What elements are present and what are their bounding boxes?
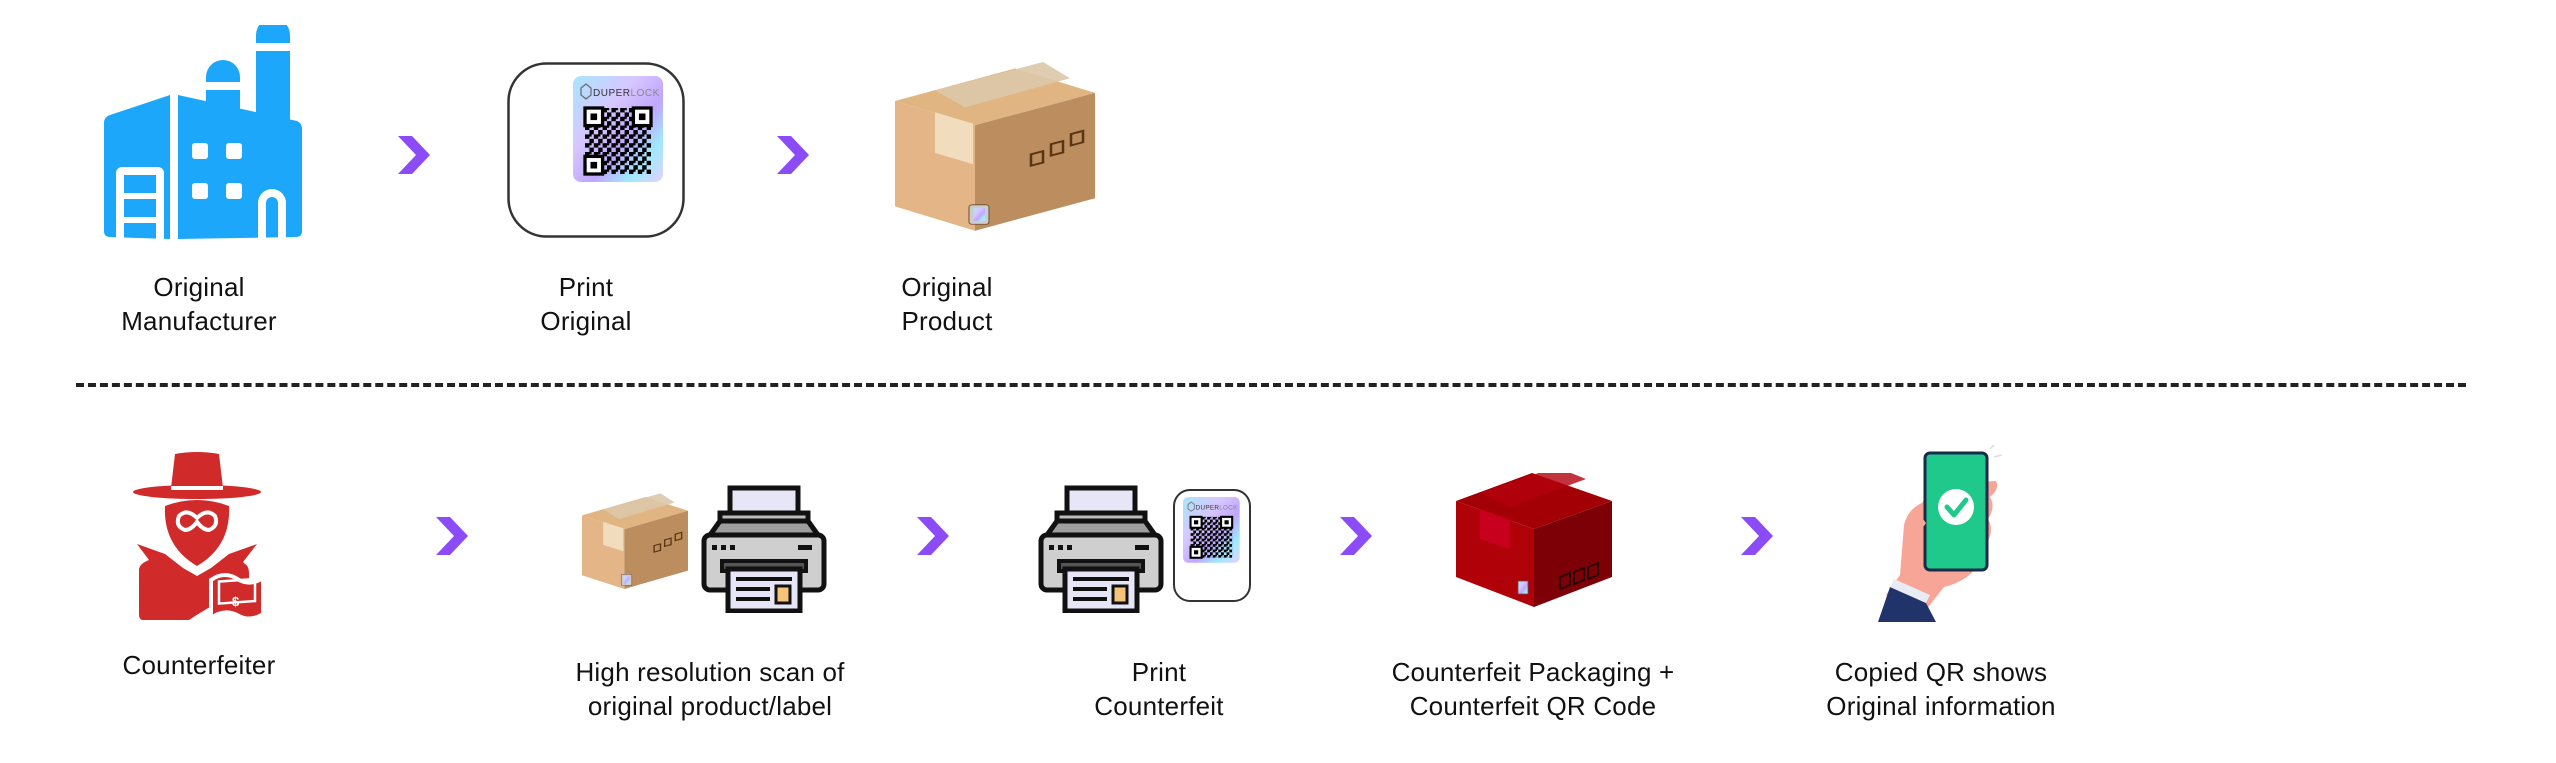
svg-text:$: $	[232, 594, 240, 609]
label-line: Copied QR shows	[1834, 657, 2048, 687]
step-label-high-res-scan: High resolution scan of original product…	[510, 655, 910, 723]
step-label-print-original: Print Original	[386, 270, 786, 338]
printer-and-qr-label-icon	[1037, 483, 1253, 613]
label-line: Manufacturer	[121, 306, 277, 336]
step-label-copied-qr: Copied QR shows Original information	[1741, 655, 2141, 723]
box-and-printer-icon	[582, 483, 832, 613]
flow-arrow-5	[1340, 517, 1372, 555]
label-line: Product	[901, 306, 993, 336]
printer-icon	[1041, 488, 1161, 611]
qr-label-card-icon	[1173, 489, 1251, 602]
red-box-icon	[1456, 473, 1612, 607]
step-label-counterfeiter: Counterfeiter	[0, 648, 399, 682]
label-line: Counterfeit	[1094, 691, 1224, 721]
flow-arrow-4	[917, 517, 949, 555]
label-line: High resolution scan of	[575, 657, 845, 687]
step-label-counterfeit-packaging: Counterfeit Packaging + Counterfeit QR C…	[1333, 655, 1733, 723]
step-label-print-counterfeit: Print Counterfeit	[959, 655, 1359, 723]
label-line: Print	[1131, 657, 1187, 687]
label-line: Counterfeiter	[122, 650, 276, 680]
label-line: Counterfeit QR Code	[1409, 691, 1657, 721]
label-line: original product/label	[587, 691, 833, 721]
section-divider	[76, 383, 2466, 387]
printer-icon	[704, 488, 824, 611]
label-line: Print	[558, 272, 614, 302]
label-line: Original	[901, 272, 993, 302]
counterfeiter-icon: $	[127, 450, 267, 628]
small-cardboard-box-icon	[582, 492, 689, 590]
step-label-original-product: Original Product	[747, 270, 1147, 338]
qr-label-card-icon	[507, 62, 685, 238]
cardboard-box-icon	[895, 62, 1097, 234]
factory-icon	[92, 25, 307, 241]
label-line: Counterfeit Packaging +	[1391, 657, 1675, 687]
hand-phone-check-icon	[1878, 445, 2008, 625]
flow-arrow-6	[1741, 517, 1773, 555]
label-line: Original information	[1826, 691, 2056, 721]
step-label-original-manufacturer: Original Manufacturer	[0, 270, 399, 338]
label-line: Original	[540, 306, 632, 336]
flow-arrow-1	[398, 136, 430, 174]
label-line: Original	[153, 272, 245, 302]
flow-arrow-2	[777, 136, 809, 174]
flow-arrow-3	[436, 517, 468, 555]
